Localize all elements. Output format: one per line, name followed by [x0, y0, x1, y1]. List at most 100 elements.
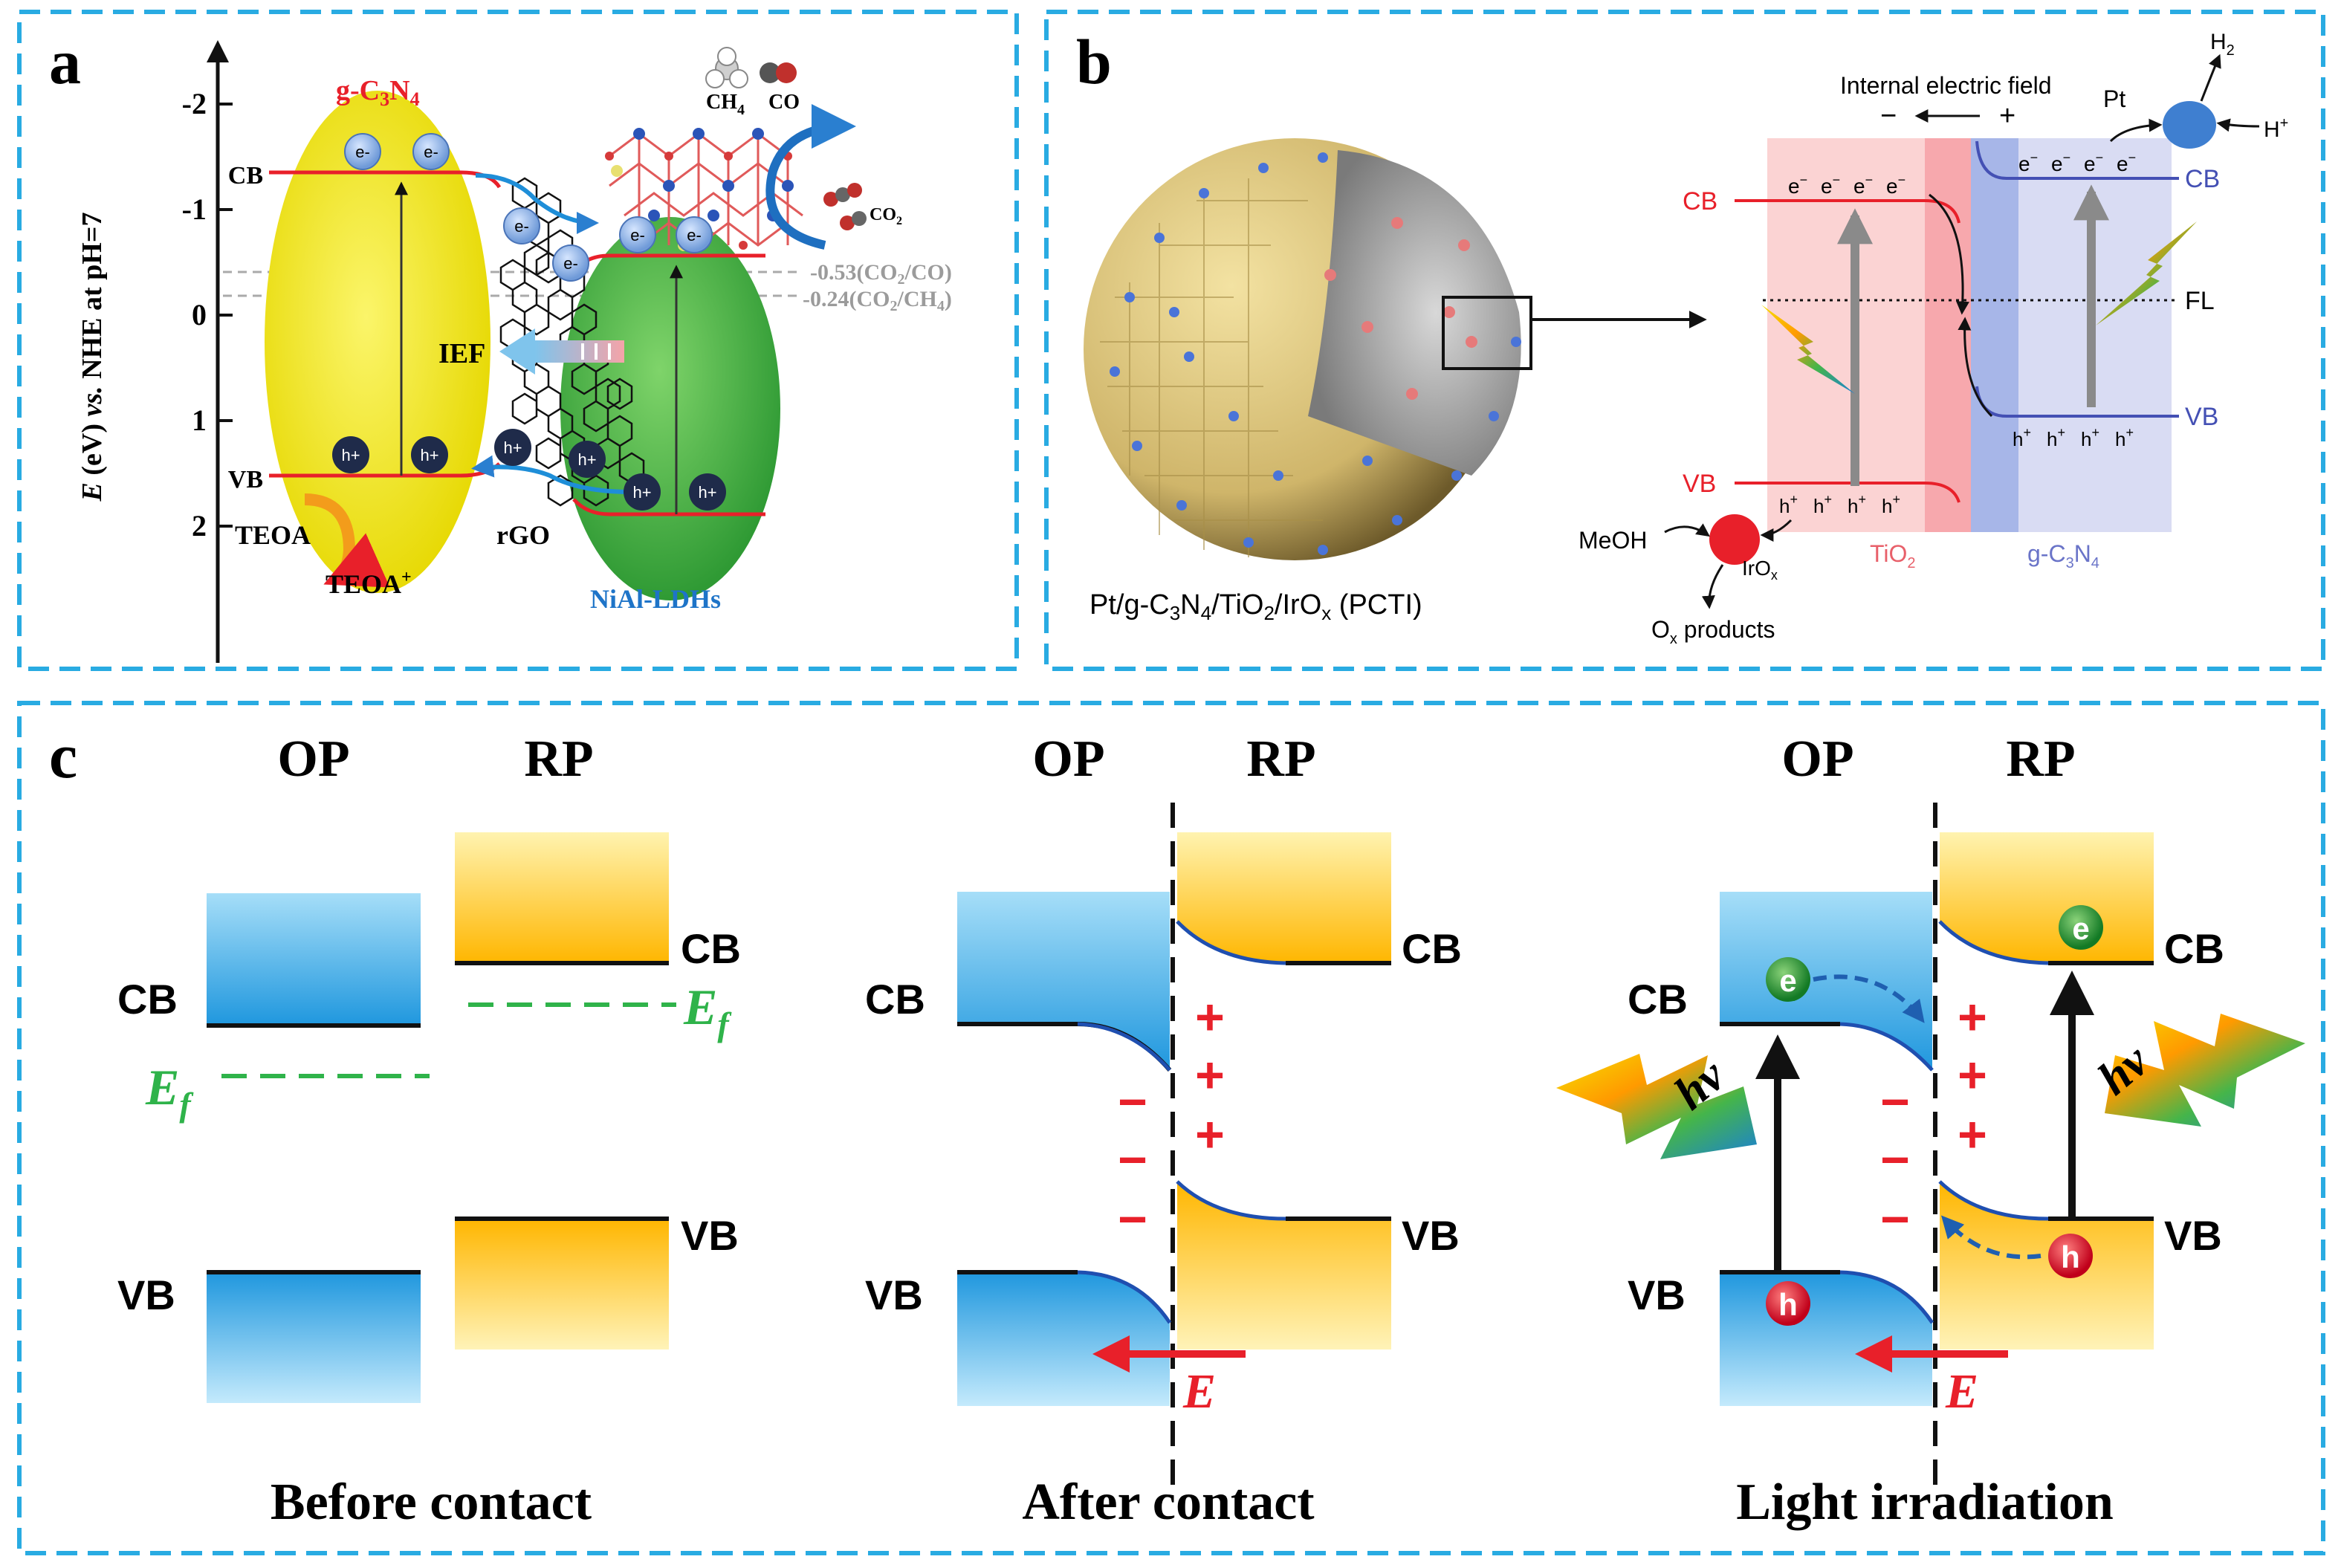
- a-electron-label: e-: [424, 143, 438, 161]
- c3-op-vb-bend: [1839, 1270, 1934, 1324]
- a-electron-transfer-arrow: [475, 173, 599, 234]
- a-electron-label: e-: [514, 217, 529, 236]
- c2-op-vb-block: [957, 1272, 1170, 1406]
- panel-b-letter: b: [1076, 26, 1112, 97]
- a-nial-label: NiAl-LDHs: [590, 584, 721, 614]
- b-pt-arrow: [2109, 118, 2163, 143]
- a-teoa-label: TEOA: [235, 520, 311, 550]
- a-electron-label: e-: [687, 226, 702, 244]
- c2-op-vb-label: VB: [865, 1271, 923, 1318]
- c3-rp-vb-label: VB: [2164, 1212, 2222, 1259]
- c2-title: After contact: [1022, 1474, 1314, 1531]
- a-hole: [494, 429, 531, 466]
- c2-rp-cb-bend: [1176, 920, 1286, 965]
- a-tick-label: -2: [182, 87, 207, 120]
- c3-op-hole-ball: [1766, 1281, 1810, 1326]
- c3-op-cb-bend: [1839, 1022, 1934, 1072]
- c1-rp-vb-label: VB: [681, 1212, 739, 1259]
- a-ldh-crystal: [605, 128, 803, 251]
- c3-rp-vb-bend: [1938, 1180, 2049, 1221]
- c3-minus: −: [1880, 1074, 1910, 1130]
- c3-hole-transfer: [1940, 1215, 2042, 1260]
- b-meoh-arrow: [1664, 523, 1710, 537]
- c3-rp-electron-ball: [2059, 905, 2103, 950]
- a-redox-co-label: -0.53(CO2/CO): [810, 260, 952, 288]
- c3-title: Light irradiation: [1736, 1474, 2114, 1531]
- c2-rp-cb-label: CB: [1402, 925, 1462, 972]
- b-tio2-vb: [1735, 482, 1960, 503]
- c3-light-bolt-left: [1556, 1054, 1757, 1159]
- c2-minus: −: [1118, 1132, 1147, 1188]
- a-redox-ch4-label: -0.24(CO2/CH4): [803, 287, 952, 314]
- a-co2-label: CO2: [870, 205, 902, 227]
- b-field-plus: +: [1999, 100, 2015, 132]
- c1-op-label: OP: [277, 730, 349, 788]
- c2-plus: +: [1195, 1107, 1225, 1163]
- a-ief-label: IEF: [438, 338, 485, 369]
- b-gc3n4-cb: [1975, 140, 2179, 180]
- a-hole: [624, 473, 661, 511]
- b-fl-label: FL: [2185, 287, 2215, 315]
- c3-electron-transfer: [1813, 974, 1925, 1023]
- c2-op-cb-bend: [1077, 1022, 1171, 1072]
- b-tio2-vb-label: VB: [1683, 470, 1716, 498]
- b-pt-sphere: [2163, 101, 2216, 149]
- a-hole: [332, 436, 369, 473]
- c1-rp-cb-block: [455, 832, 669, 963]
- a-cb-label: CB: [228, 162, 263, 189]
- c3-rp-hole-label: h: [2061, 1240, 2080, 1274]
- a-electron: [503, 207, 540, 244]
- a-hole: [569, 441, 606, 478]
- b-h2-arrow: [2200, 54, 2221, 102]
- c3-op-electron-ball: [1766, 957, 1810, 1002]
- c-light-irradiation: OP RP CB VB CB VB + + + − −: [1556, 730, 2305, 1531]
- a-hole-label: h+: [341, 446, 360, 464]
- c2-plus: +: [1195, 1047, 1225, 1104]
- a-vb-label: VB: [228, 466, 263, 493]
- c2-op-vb-bend: [1077, 1270, 1172, 1324]
- b-h2-label: H2: [2210, 30, 2235, 59]
- a-electron: [619, 216, 656, 253]
- c2-op-label: OP: [1032, 730, 1104, 788]
- a-tick-label: -1: [182, 192, 207, 226]
- a-hole-label: h+: [698, 483, 716, 502]
- b-ox-products-label: Ox products: [1651, 616, 1775, 647]
- b-field-minus: −: [1880, 100, 1897, 132]
- c3-rp-hole-ball: [2048, 1234, 2093, 1278]
- b-junction-blue: [1971, 138, 2018, 532]
- a-electron-label: e-: [355, 143, 370, 161]
- a-hole-label: h+: [420, 446, 438, 464]
- c3-op-cb-label: CB: [1628, 976, 1688, 1023]
- panel-b-frame: [1044, 10, 2325, 671]
- c2-op-cb-block: [957, 892, 1170, 1070]
- b-light-bolt: [2096, 221, 2197, 325]
- b-hplus-arrow: [2216, 118, 2260, 132]
- a-nial-vb-line: [572, 498, 765, 516]
- panel-b: b Pt/g-C3N4/TiO2/IrOx (PCTI): [1076, 26, 2288, 647]
- a-electrons: e- e- e- e- e- e-: [344, 133, 713, 282]
- c3-rp-vb-block: [1940, 1182, 2154, 1350]
- c2-minus: −: [1118, 1074, 1147, 1130]
- b-irox-label: IrOx: [1742, 557, 1778, 583]
- b-pt-label: Pt: [2103, 85, 2125, 112]
- c2-plus: +: [1195, 989, 1225, 1046]
- c3-minus: −: [1880, 1132, 1910, 1188]
- c1-rp-ef-label: Ef: [683, 979, 732, 1043]
- b-internal-field-label: Internal electric field: [1840, 72, 2052, 99]
- a-rgo-label: rGO: [496, 520, 550, 550]
- b-ox-arrow: [1701, 564, 1724, 609]
- a-hole-transfer-arrow: [471, 455, 632, 494]
- a-teoa-arrow: [304, 493, 390, 588]
- c3-plus: +: [1958, 989, 1987, 1046]
- b-gc3n4-label: g-C3N4: [2027, 540, 2099, 571]
- c3-rp-label: RP: [2006, 730, 2075, 788]
- panel-a-frame: [17, 10, 1019, 671]
- b-light-bolt: [1761, 305, 1855, 394]
- c3-rp-cb-bend: [1938, 920, 2049, 965]
- c3-rp-cb-label: CB: [2164, 925, 2224, 972]
- a-nial-ellipse: [560, 217, 780, 600]
- c1-op-vb-block: [207, 1272, 421, 1403]
- b-junction-red: [1925, 138, 1971, 532]
- b-tio2-cb: [1735, 199, 1960, 224]
- a-y-axis-label: E (eV) vs. NHE at pH=7: [77, 213, 108, 502]
